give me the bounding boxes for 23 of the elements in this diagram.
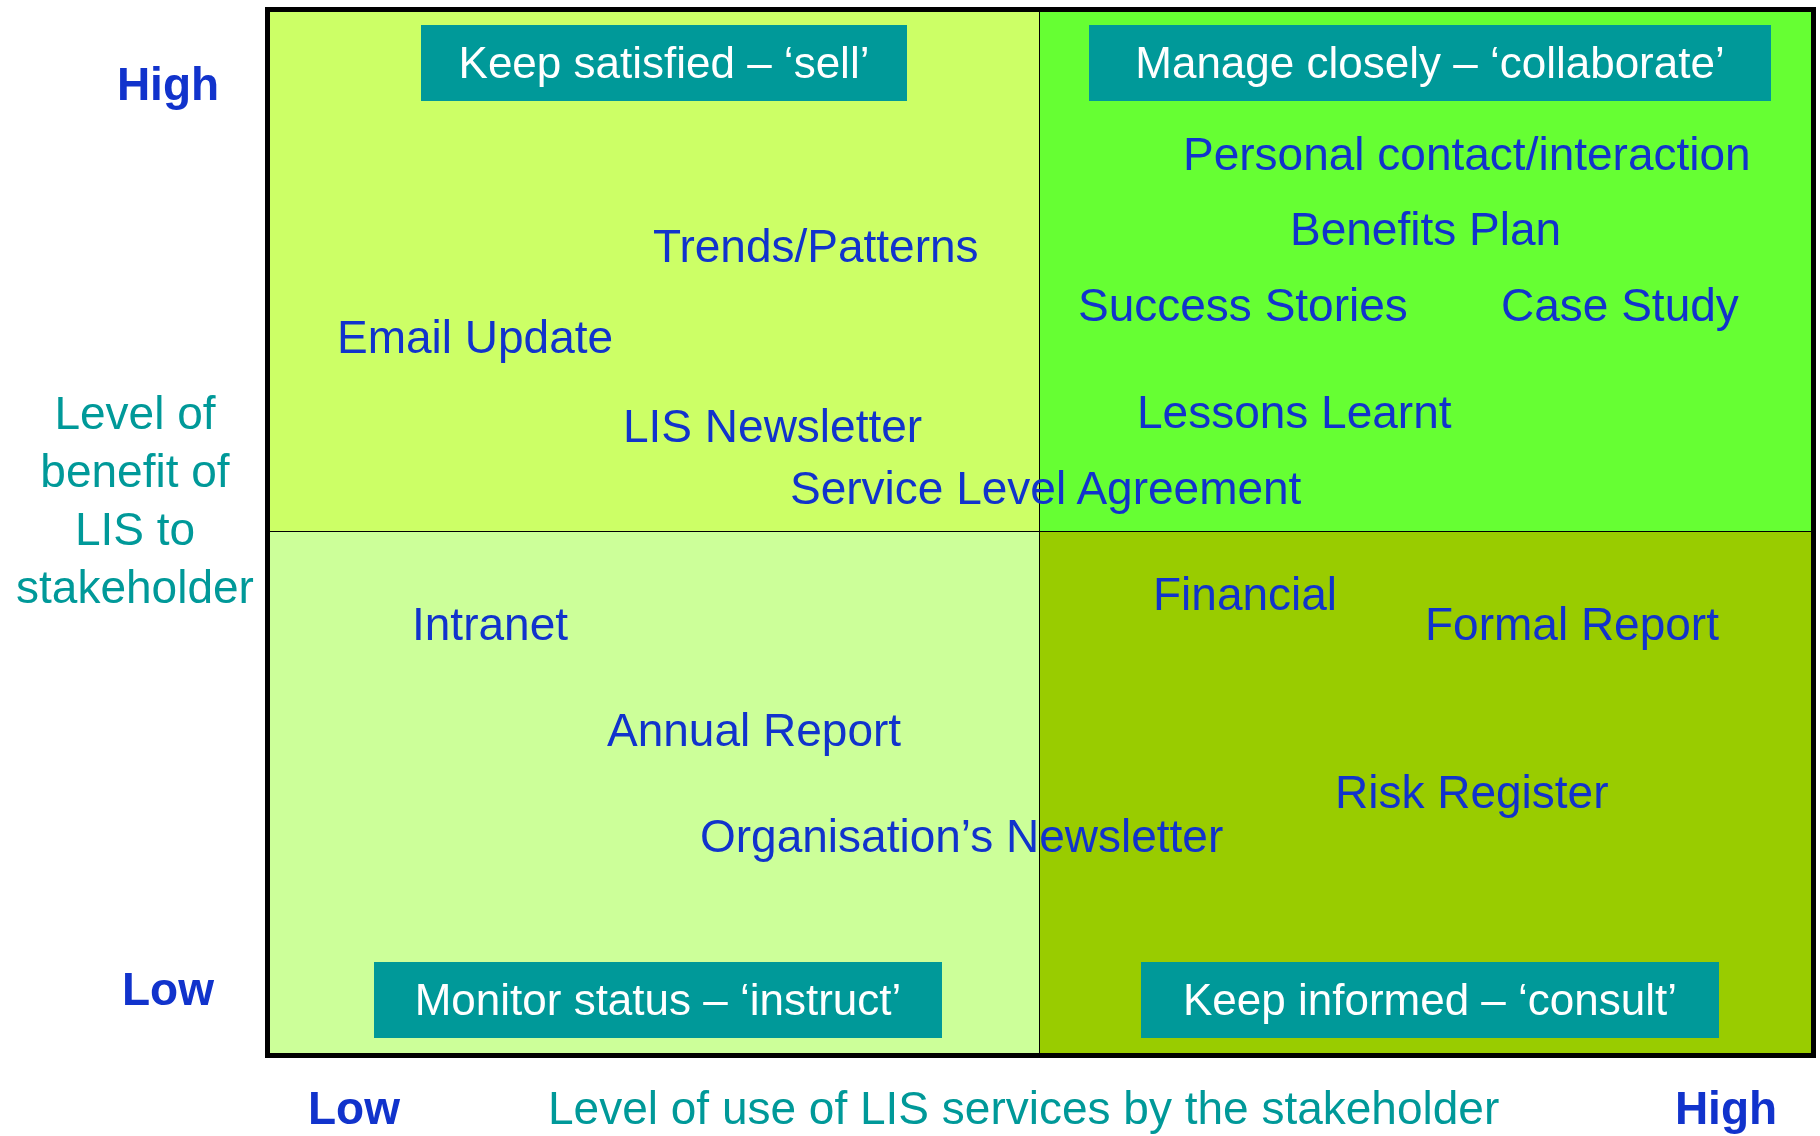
item-label: Risk Register [1335,765,1609,819]
quadrant-heading: Manage closely – ‘collaborate’ [1089,25,1771,101]
item-label: Case Study [1501,278,1739,332]
item-label: LIS Newsletter [623,399,923,453]
axis-title: Level of use of LIS services by the stakeholder [548,1081,1500,1135]
axis-end-label: Low [122,962,214,1016]
item-label: Email Update [337,310,614,364]
item-label: Personal contact/interaction [1183,127,1751,181]
item-label: Lessons Learnt [1137,385,1452,439]
item-label: Trends/Patterns [653,219,979,273]
axis-title: Level of benefit of LIS to stakeholder [15,386,255,615]
item-label: Success Stories [1078,278,1408,332]
item-label: Formal Report [1425,597,1719,651]
item-label: Benefits Plan [1290,202,1562,256]
axis-end-label: High [116,57,220,111]
quadrant-heading: Keep informed – ‘consult’ [1141,962,1719,1038]
axis-end-label: High [1674,1081,1778,1135]
item-label: Intranet [412,597,568,651]
item-label: Financial [1153,567,1338,621]
item-label: Annual Report [607,703,902,757]
quadrant-heading: Keep satisfied – ‘sell’ [421,25,907,101]
axis-end-label: Low [308,1081,400,1135]
quadrant-heading: Monitor status – ‘instruct’ [374,962,942,1038]
